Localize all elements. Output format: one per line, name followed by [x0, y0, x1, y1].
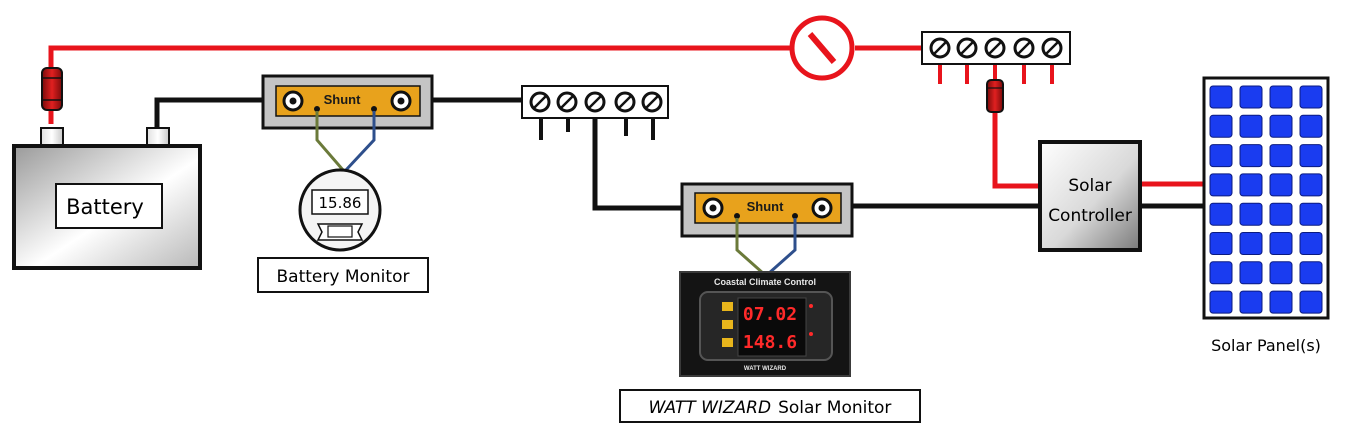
screw-terminal-icon	[390, 90, 412, 112]
solar-cell	[1239, 261, 1263, 285]
solar-cell	[1239, 232, 1263, 255]
screw-terminal-icon	[984, 37, 1006, 59]
screw-terminal-icon	[282, 90, 304, 112]
battery-negative-post	[146, 127, 170, 147]
solar-panel-label: Solar Panel(s)	[1211, 336, 1321, 355]
screw-terminal-icon	[641, 91, 663, 113]
screw-terminal-icon	[1013, 37, 1035, 59]
solar-cell	[1299, 144, 1323, 168]
solar-cell	[1239, 173, 1263, 197]
screw-terminal-icon	[956, 37, 978, 59]
battery-monitor-label: Battery Monitor	[277, 267, 410, 287]
solar-cell	[1299, 261, 1323, 285]
watt-wizard-label-suffix: Solar Monitor	[778, 398, 891, 418]
screw-terminal-icon	[529, 91, 551, 113]
screw-terminal-icon	[929, 37, 951, 59]
inline-fuse-icon	[986, 79, 1004, 113]
watt-wizard-device: Coastal Climate Control 07.02 148.6 WATT…	[679, 271, 851, 377]
solar-cell	[1299, 173, 1323, 197]
screw-terminal-icon	[584, 91, 606, 113]
battery: Battery	[12, 127, 202, 270]
circuit-breaker-icon	[789, 15, 855, 81]
solar-cell	[1239, 202, 1263, 226]
solar-cell	[1299, 85, 1323, 109]
screw-terminal-icon	[614, 91, 636, 113]
negative-wire-bus-to-shunt2	[592, 118, 682, 211]
inline-fuse-icon	[41, 67, 63, 111]
solar-cell	[1209, 232, 1233, 255]
solar-cell	[1209, 173, 1233, 197]
screw-terminal-icon	[556, 91, 578, 113]
positive-bus-bar	[921, 31, 1071, 84]
solar-cell	[1299, 290, 1323, 314]
solar-cell	[1239, 85, 1263, 109]
shunt-1: Shunt	[261, 74, 434, 130]
solar-controller-box	[1038, 140, 1142, 252]
solar-cell	[1269, 114, 1293, 138]
negative-wires	[154, 97, 1204, 211]
solar-cell	[1209, 202, 1233, 226]
battery-positive-post	[40, 127, 64, 147]
battery-monitor-display	[311, 189, 369, 215]
positive-wire-bus-to-controller	[992, 98, 1040, 189]
watt-wizard-label-box	[619, 389, 921, 423]
shunt-2-label: Shunt	[747, 199, 784, 214]
battery-monitor-reading: 15.86	[319, 194, 362, 212]
solar-cell	[1209, 85, 1233, 109]
shunt-2: Shunt	[680, 182, 854, 238]
solar-cell	[1269, 232, 1293, 255]
solar-cell	[1269, 85, 1293, 109]
solar-cell	[1239, 114, 1263, 138]
watt-wizard-label: WATT WIZARD Solar Monitor	[649, 398, 892, 418]
screw-terminal-icon	[702, 197, 724, 219]
solar-controller-label-line1: Solar	[1068, 176, 1111, 196]
watt-wizard-header: Coastal Climate Control	[714, 277, 816, 287]
solar-cell	[1269, 202, 1293, 226]
sense-wire-b-2	[767, 218, 797, 276]
watt-wizard-screen	[737, 297, 807, 357]
watt-wizard-display-top: 07.02	[743, 304, 797, 325]
watt-wizard-button-3	[722, 338, 733, 347]
solar-cell	[1269, 261, 1293, 285]
solar-cell	[1269, 144, 1293, 168]
solar-cell	[1269, 173, 1293, 197]
negative-wire-battery-to-shunt1	[154, 97, 263, 128]
solar-cell	[1209, 144, 1233, 168]
solar-cell	[1299, 202, 1323, 226]
watt-wizard-button-2	[722, 320, 733, 329]
solar-cell	[1209, 290, 1233, 314]
solar-cell	[1239, 144, 1263, 168]
watt-wizard-button-1	[722, 302, 733, 311]
screw-terminal-icon	[1041, 37, 1063, 59]
solar-cell	[1269, 290, 1293, 314]
solar-cell	[1239, 290, 1263, 314]
watt-wizard-label-brand: WATT WIZARD	[649, 398, 772, 418]
watt-wizard-footer: WATT WIZARD	[744, 366, 787, 372]
sense-wire-a-2	[735, 218, 765, 276]
solar-panel	[1202, 76, 1330, 320]
sense-wire-b-1	[344, 111, 376, 172]
battery-label-box	[55, 183, 163, 229]
banner-icon	[316, 223, 364, 241]
battery-monitor: 15.86 Battery Monitor	[257, 168, 429, 293]
solar-cell	[1299, 114, 1323, 138]
shunt-1-label: Shunt	[324, 92, 361, 107]
battery-monitor-label-box	[257, 257, 429, 293]
solar-controller-label-line2: Controller	[1048, 206, 1132, 226]
solar-cell	[1209, 261, 1233, 285]
negative-bus-bar	[521, 85, 669, 140]
solar-cell	[1209, 114, 1233, 138]
solar-controller: Solar Controller	[1038, 140, 1142, 252]
battery-label: Battery	[66, 195, 144, 219]
battery-body	[12, 144, 202, 270]
solar-cell	[1299, 232, 1323, 255]
screw-terminal-icon	[811, 197, 833, 219]
watt-wizard-display-bottom: 148.6	[743, 332, 797, 353]
sense-wire-a-1	[315, 111, 345, 171]
